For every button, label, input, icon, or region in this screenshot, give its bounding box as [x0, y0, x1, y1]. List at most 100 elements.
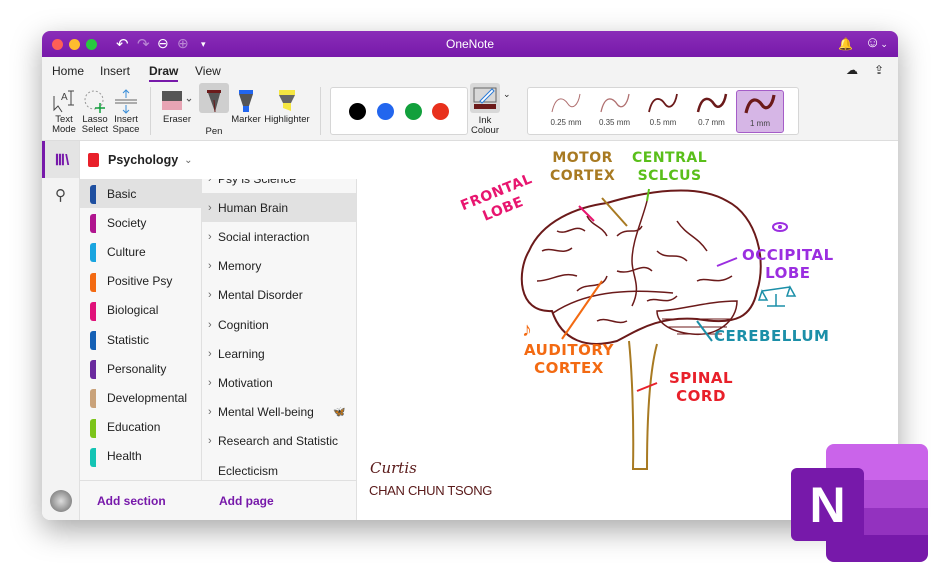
search-icon[interactable]: ⚲: [55, 187, 66, 204]
notebook-selector[interactable]: Psychology ⌄: [80, 141, 357, 179]
chevron-right-icon[interactable]: ›: [208, 201, 212, 214]
chevron-down-icon: ⌄: [184, 154, 193, 166]
stroke-preview-icon: [744, 94, 776, 114]
marker-icon: [231, 87, 261, 115]
svg-text:♪: ♪: [522, 319, 532, 341]
navigation-rail: Ⅲ\ ⚲: [42, 141, 80, 520]
page-item[interactable]: › Social interaction: [202, 222, 356, 251]
chevron-right-icon[interactable]: ›: [208, 435, 212, 448]
notifications-bell-icon[interactable]: 🔔: [838, 37, 853, 51]
section-color-tab: [90, 272, 96, 292]
undo-icon[interactable]: ↶: [116, 36, 129, 53]
page-item[interactable]: › Cognition: [202, 310, 356, 339]
page-label: Mental Disorder: [218, 288, 303, 303]
section-item[interactable]: Culture: [80, 237, 202, 266]
page-item[interactable]: › Human Brain: [202, 193, 356, 223]
section-item[interactable]: Education: [80, 413, 202, 442]
share-icon[interactable]: ⇪: [874, 63, 885, 77]
color-swatch-blue[interactable]: [377, 103, 394, 120]
section-item[interactable]: Personality: [80, 354, 202, 383]
page-item[interactable]: Eclecticism: [202, 456, 356, 485]
thickness-option[interactable]: 0.5 mm: [639, 90, 687, 133]
section-item[interactable]: Biological: [80, 296, 202, 325]
tab-view[interactable]: View: [195, 64, 221, 78]
chevron-right-icon[interactable]: ›: [208, 260, 212, 273]
customize-toolbar-icon[interactable]: ▾: [201, 39, 206, 49]
notebooks-icon[interactable]: Ⅲ\: [42, 141, 79, 178]
notebook-icon: [88, 153, 99, 167]
title-bar: ↶ ↷ ⊖ ⊕ ▾ OneNote 🔔 ☺⌄: [42, 31, 898, 57]
forward-icon[interactable]: ⊕: [177, 35, 189, 51]
chevron-right-icon[interactable]: ›: [208, 179, 212, 185]
chevron-right-icon[interactable]: ›: [208, 289, 212, 302]
add-page-button[interactable]: Add page: [202, 480, 357, 520]
page-item[interactable]: › Memory: [202, 252, 356, 281]
eraser-button[interactable]: Eraser: [160, 87, 194, 125]
page-label: Social interaction: [218, 229, 310, 244]
page-item[interactable]: › Learning: [202, 339, 356, 368]
page-label: Human Brain: [218, 200, 289, 215]
minimize-window-button[interactable]: [69, 39, 80, 50]
page-item[interactable]: › Mental Disorder: [202, 281, 356, 310]
page-item[interactable]: ›Research and Statistic: [202, 427, 356, 456]
onenote-window: ↶ ↷ ⊖ ⊕ ▾ OneNote 🔔 ☺⌄ Home Insert Draw …: [42, 31, 898, 520]
close-window-button[interactable]: [52, 39, 63, 50]
section-item[interactable]: Society: [80, 208, 202, 237]
add-section-button[interactable]: Add section: [80, 480, 202, 520]
section-label: Society: [107, 215, 147, 230]
highlighter-button[interactable]: Highlighter: [264, 87, 310, 125]
thickness-option[interactable]: 0.25 mm: [542, 90, 590, 133]
tab-draw[interactable]: Draw: [149, 64, 179, 82]
tab-home[interactable]: Home: [52, 64, 85, 78]
thickness-option[interactable]: 0.7 mm: [688, 90, 736, 133]
chevron-right-icon[interactable]: ›: [208, 347, 212, 360]
sync-status-icon[interactable]: ☁: [846, 63, 858, 77]
color-swatch-red[interactable]: [432, 103, 449, 120]
label-cerebellum: CEREBELLUM: [714, 327, 830, 345]
account-icon[interactable]: ☺⌄: [865, 34, 888, 51]
signature-name: Curtis: [370, 459, 417, 477]
section-item[interactable]: Developmental: [80, 383, 202, 412]
chevron-right-icon[interactable]: ›: [208, 318, 212, 331]
page-label: Motivation: [218, 375, 273, 390]
section-item[interactable]: Health: [80, 442, 202, 471]
section-item[interactable]: Basic: [80, 179, 202, 208]
color-swatch-green[interactable]: [405, 103, 422, 120]
page-item[interactable]: ›Psy is Science: [202, 179, 356, 193]
marker-button[interactable]: Marker: [231, 87, 261, 125]
thickness-option[interactable]: 1 mm: [736, 90, 784, 133]
section-item[interactable]: Statistic: [80, 325, 202, 354]
page-canvas[interactable]: ♪ MOTOR CORTEX CENTRAL SCLCUS FRONTAL LO…: [357, 141, 898, 520]
page-label: Memory: [218, 259, 262, 274]
color-swatch-black[interactable]: [349, 103, 366, 120]
page-label: Cognition: [218, 317, 269, 332]
thickness-option[interactable]: 0.35 mm: [591, 90, 639, 133]
label-occipital-lobe: OCCIPITAL LOBE: [742, 246, 834, 282]
page-item[interactable]: ›Mental Well-being🦋: [202, 398, 356, 427]
stroke-preview-icon: [551, 93, 581, 113]
back-icon[interactable]: ⊖: [157, 35, 169, 51]
section-color-tab: [90, 214, 96, 234]
highlighter-icon: [264, 87, 310, 115]
page-list: ›Psy is Science›Human Brain›Social inter…: [202, 179, 357, 520]
user-avatar[interactable]: [50, 490, 72, 512]
redo-icon[interactable]: ↷: [137, 36, 150, 53]
section-label: Health: [107, 449, 142, 464]
section-item[interactable]: Positive Psy: [80, 267, 202, 296]
pen-button[interactable]: [199, 83, 229, 113]
page-item[interactable]: › Motivation: [202, 368, 356, 397]
ink-colour-dropdown-icon[interactable]: ⌄: [503, 89, 511, 99]
chevron-right-icon[interactable]: ›: [208, 230, 212, 243]
zoom-window-button[interactable]: [86, 39, 97, 50]
page-label: Learning: [218, 346, 265, 361]
tab-insert[interactable]: Insert: [100, 64, 131, 78]
chevron-right-icon[interactable]: ›: [208, 406, 212, 419]
chevron-right-icon[interactable]: ›: [208, 376, 212, 389]
section-color-tab: [90, 389, 96, 409]
